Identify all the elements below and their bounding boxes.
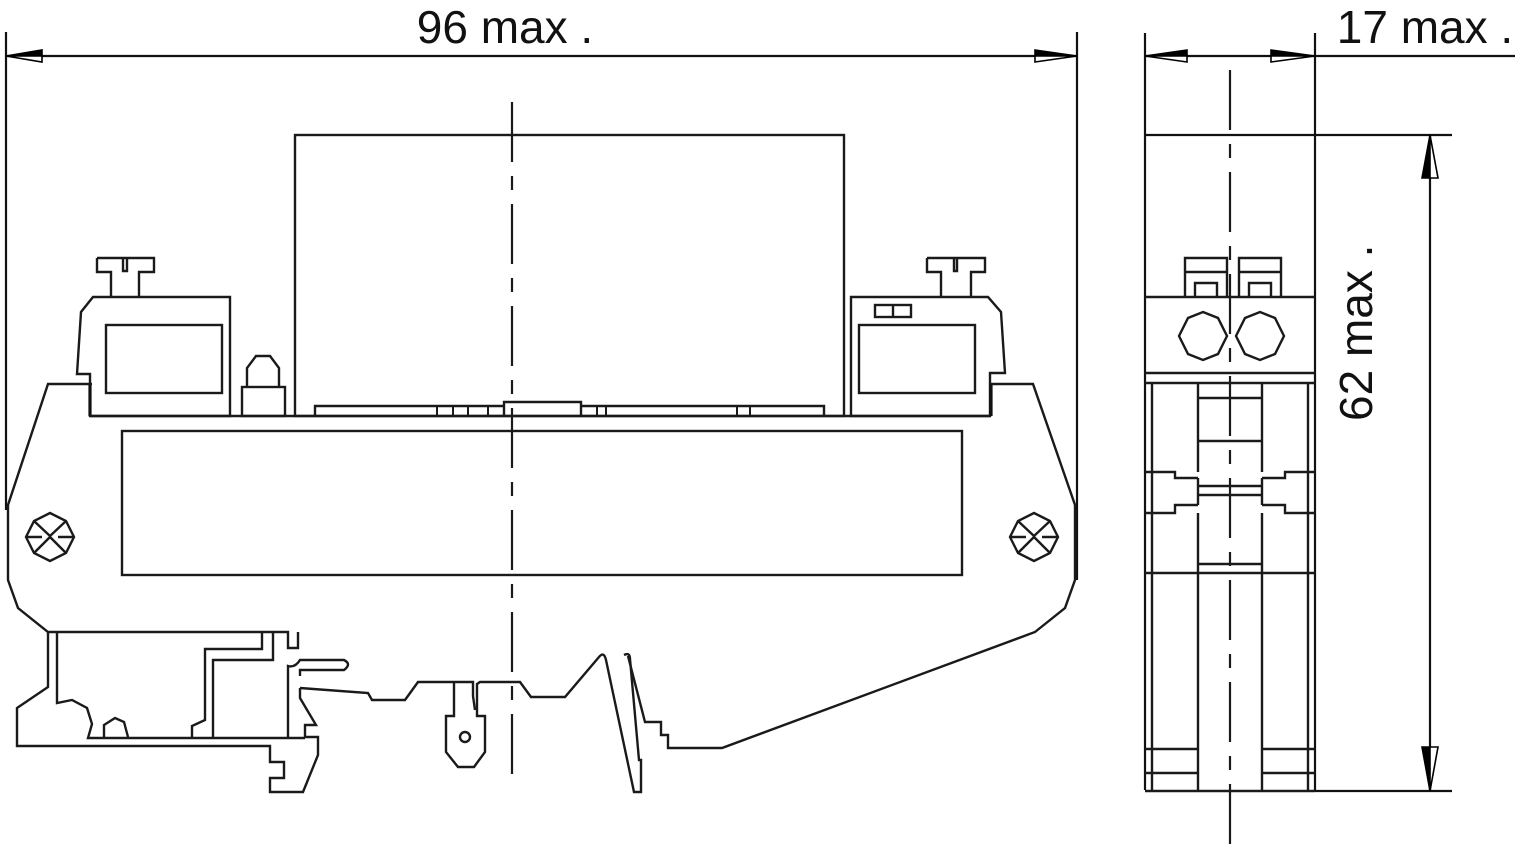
side-view: 17 max . 62 max . <box>1143 1 1515 858</box>
height-dimension: 62 max . <box>1145 133 1452 793</box>
flat-tab-terminal <box>444 652 643 794</box>
front-label-window <box>120 429 964 577</box>
right-terminal-block <box>849 256 1007 418</box>
din-rail-clip-left <box>15 632 477 794</box>
depth-dimension-label: 17 max . <box>1337 1 1513 53</box>
front-view: 96 max . <box>4 1 1079 794</box>
depth-dimension: 17 max . <box>1143 1 1515 790</box>
screw-left <box>24 511 76 563</box>
screw-right <box>1008 511 1060 563</box>
housing-base <box>6 382 1077 750</box>
led-indicator <box>240 354 287 418</box>
pcb-strip <box>90 400 990 418</box>
side-terminal-section <box>1145 256 1315 375</box>
side-housing-section <box>1145 381 1315 793</box>
height-dimension-label: 62 max . <box>1330 245 1382 421</box>
left-terminal-block <box>75 256 232 418</box>
relay-body <box>293 133 846 418</box>
width-dimension: 96 max . <box>4 1 1079 580</box>
width-dimension-label: 96 max . <box>417 1 593 53</box>
